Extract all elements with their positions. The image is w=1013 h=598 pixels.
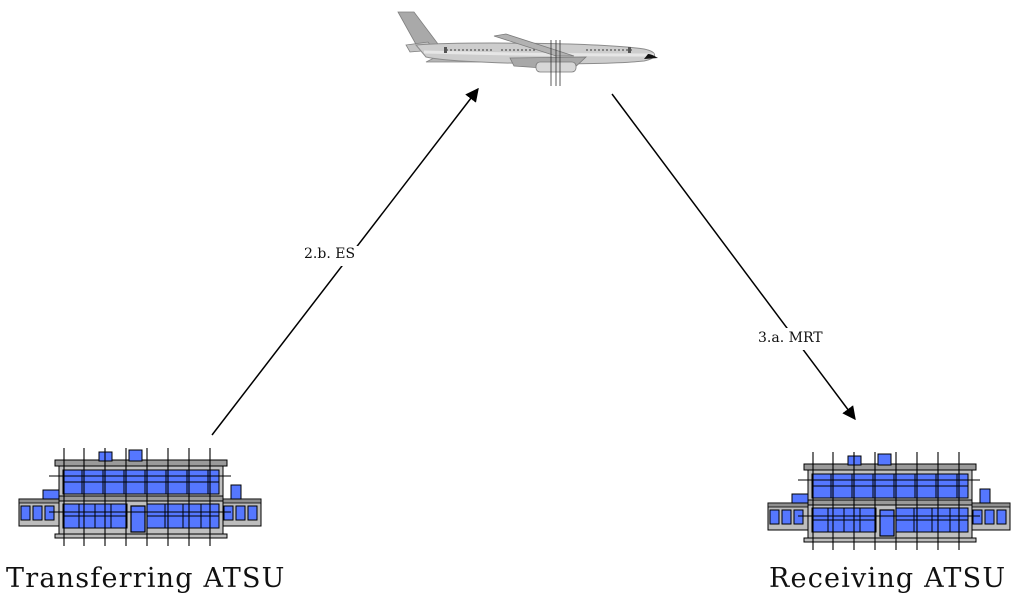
transferring-atsu-building-icon xyxy=(18,447,262,547)
aircraft-icon xyxy=(397,11,658,86)
edge-label-mrt: 3.a. MRT xyxy=(758,330,823,346)
receiving-atsu-label: Receiving ATSU xyxy=(769,563,1007,594)
receiving-atsu-building-icon xyxy=(767,451,1011,551)
edge-mrt-arrow xyxy=(611,93,856,421)
edge-label-es: 2.b. ES xyxy=(304,246,356,262)
transferring-atsu-label: Transferring ATSU xyxy=(6,563,286,594)
